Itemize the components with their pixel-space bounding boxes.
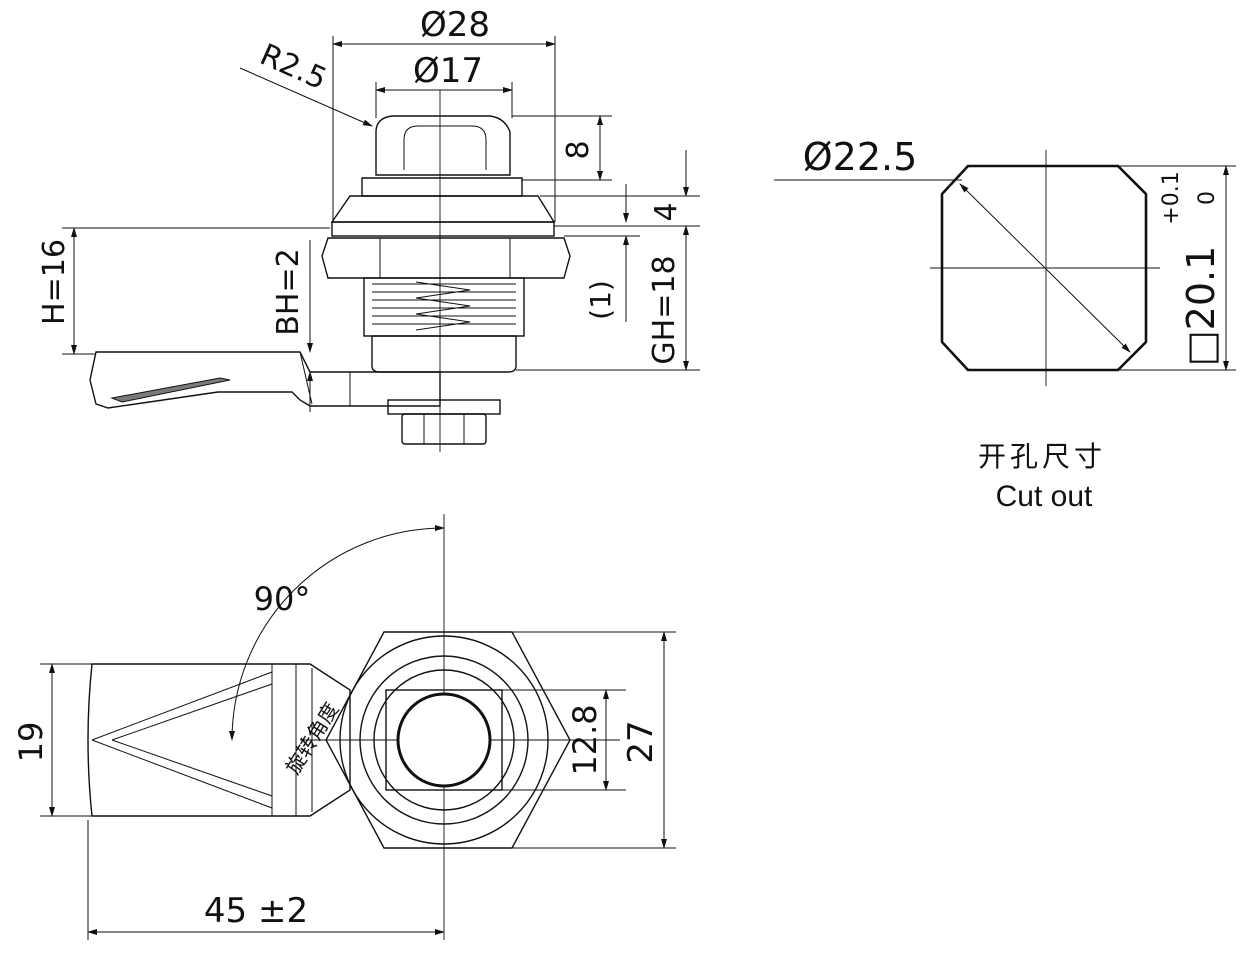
dim-45-label: 45 ±2 [204, 891, 308, 931]
dim-27-label: 27 [621, 720, 661, 763]
front-view: 90° 旋转角度 19 27 12.8 45 ±2 [12, 514, 676, 940]
flange-rim [331, 221, 555, 237]
lower-body [371, 335, 517, 373]
bottom-nut [401, 413, 487, 445]
dim-8-label: 8 [561, 140, 596, 159]
dim-radius-label: R2.5 [255, 37, 332, 97]
lever-plate [87, 663, 351, 817]
washer [387, 399, 501, 415]
thread-body [363, 277, 525, 337]
angle-label: 90° [254, 580, 311, 618]
dim-dia-17-label: Ø17 [413, 51, 483, 91]
hex-nut [321, 237, 571, 279]
lever-hub [349, 371, 441, 407]
dim-dia-22-5-label: Ø22.5 [803, 135, 918, 179]
flange [330, 195, 556, 223]
leader-r25 [239, 67, 373, 127]
dim-tol-plus: +0.1 [1159, 171, 1184, 224]
cap-neck [361, 177, 523, 197]
dim-line-22-5 [959, 183, 1131, 353]
dim-tol-zero: 0 [1195, 191, 1220, 205]
front-key-core [396, 692, 492, 788]
side-view: Ø28 Ø17 R2.5 8 4 (1) GH=18 H=16 [37, 5, 700, 452]
cam-lever [89, 351, 441, 409]
cap-slot [403, 125, 487, 170]
dim-19-label: 19 [12, 722, 50, 763]
dim-4-label: 4 [649, 202, 684, 221]
lever-grooves [91, 671, 273, 809]
dim-1-label: (1) [584, 280, 617, 320]
dim-gh-label: GH=18 [647, 255, 682, 364]
cutout-title-en: Cut out [996, 480, 1093, 513]
cap-top [375, 115, 511, 176]
dim-h-label: H=16 [37, 239, 72, 325]
dim-dia-28-label: Ø28 [420, 5, 490, 45]
rotation-arc [229, 525, 445, 741]
cutout-title-cn: 开孔尺寸 [978, 440, 1106, 473]
lever-groove [110, 377, 231, 403]
dim-bh-label: BH=2 [271, 248, 306, 335]
dim-12-8-label: 12.8 [566, 704, 604, 775]
thread-lines [372, 281, 516, 331]
cutout-view: Ø22.5 □20.1 +0.1 0 开孔尺寸 Cut out [774, 135, 1236, 513]
dim-square-label: □20.1 [1179, 246, 1223, 367]
